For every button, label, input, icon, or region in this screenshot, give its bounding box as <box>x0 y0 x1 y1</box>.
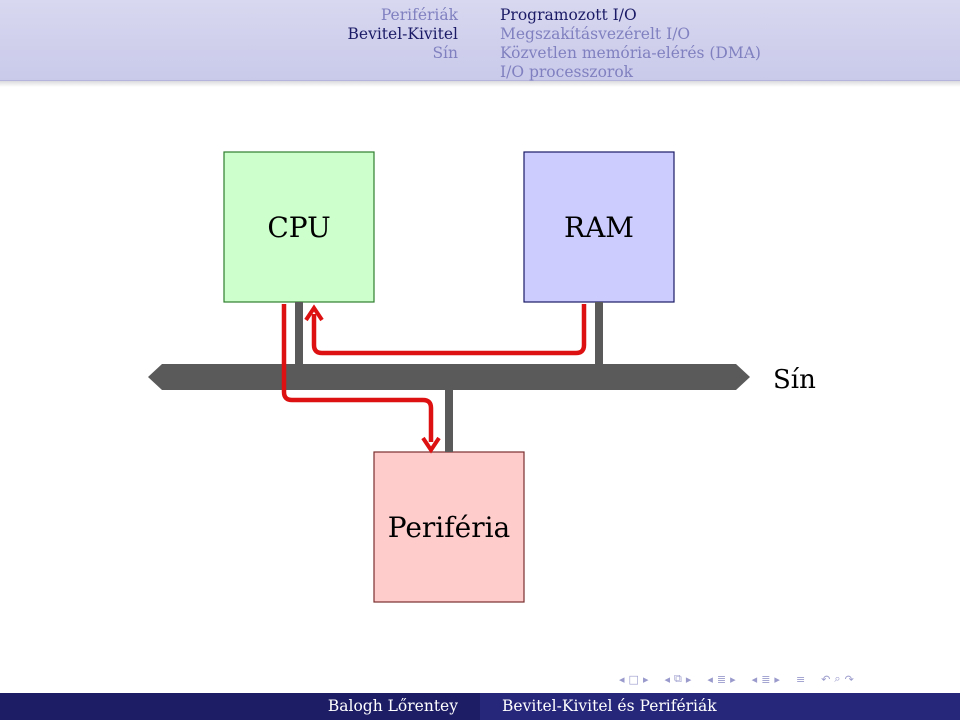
bus-bar <box>148 364 750 390</box>
align-icon[interactable]: ≡ <box>795 672 806 686</box>
arrowhead-ram-to-cpu <box>304 304 324 322</box>
next-section-arrow-icon[interactable]: ▸ <box>730 672 736 686</box>
subsection-programozott-io[interactable]: Programozott I/O <box>500 6 637 24</box>
section-nav: Perifériák Bevitel-Kivitel Sín <box>0 6 480 63</box>
beamer-nav-symbols: ◂ □ ▸ ◂ ⧉ ▸ ◂ ≣ ▸ ◂ ≣ ▸ ≡ ↶ ⌕ ↷ <box>618 668 855 690</box>
prev-subsection-arrow-icon[interactable]: ◂ <box>664 672 670 686</box>
frame-icon[interactable]: □ <box>628 672 639 686</box>
next-frame-arrow-icon[interactable]: ▸ <box>642 672 649 686</box>
prev-presentation-arrow-icon[interactable]: ◂ <box>751 672 758 686</box>
section-bevitel-kivitel[interactable]: Bevitel-Kivitel <box>347 25 458 43</box>
arrow-cpu-to-peripheral <box>281 304 434 442</box>
subsection-dma[interactable]: Közvetlen memória-elérés (DMA) <box>500 44 761 62</box>
subsection-io-processzorok[interactable]: I/O processzorok <box>500 63 634 81</box>
cpu-label: CPU <box>267 211 330 244</box>
footer-author: Balogh Lőrentey <box>0 693 480 720</box>
back-icon[interactable]: ↶ <box>821 672 831 686</box>
search-icon[interactable]: ⌕ <box>834 672 841 685</box>
subsection-megszakitasvezerelt-io[interactable]: Megszakításvezérelt I/O <box>500 25 691 43</box>
header-bar: Perifériák Bevitel-Kivitel Sín Programoz… <box>0 0 960 81</box>
ram-label: RAM <box>564 211 634 244</box>
subsection-icon[interactable]: ⧉ <box>674 672 682 685</box>
header-shadow <box>0 81 960 87</box>
next-subsection-arrow-icon[interactable]: ▸ <box>685 672 692 686</box>
ram-box <box>523 151 675 303</box>
cpu-box <box>223 151 375 303</box>
prev-frame-arrow-icon[interactable]: ◂ <box>619 672 625 686</box>
ram-bus-connector <box>595 302 603 366</box>
peripheral-box <box>373 451 525 603</box>
next-presentation-arrow-icon[interactable]: ▸ <box>774 672 780 686</box>
bus-label: Sín <box>773 365 816 395</box>
prev-section-arrow-icon[interactable]: ◂ <box>707 672 713 686</box>
footer-bar: Balogh Lőrentey Bevitel-Kivitel és Perif… <box>0 693 960 720</box>
section-perifériák[interactable]: Perifériák <box>380 6 458 24</box>
section-icon[interactable]: ≣ <box>716 672 727 686</box>
cpu-bus-connector <box>295 302 303 366</box>
arrowhead-cpu-to-peripheral <box>421 436 441 454</box>
section-sin[interactable]: Sín <box>432 44 458 62</box>
forward-icon[interactable]: ↷ <box>844 672 854 686</box>
presentation-icon[interactable]: ≣ <box>761 672 771 686</box>
peripheral-label: Periféria <box>388 511 510 544</box>
peripheral-bus-connector <box>445 390 453 452</box>
arrow-ram-to-cpu <box>311 304 587 356</box>
subsection-nav: Programozott I/O Megszakításvezérelt I/O… <box>500 6 960 82</box>
footer-title: Bevitel-Kivitel és Perifériák <box>480 693 960 720</box>
